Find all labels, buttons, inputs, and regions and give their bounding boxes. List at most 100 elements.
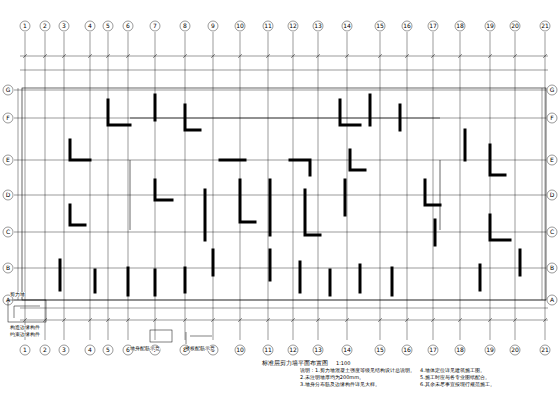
axis-bubble (547, 295, 557, 305)
dimension-line (18, 88, 19, 300)
axis-number: 16 (403, 347, 411, 353)
axis-bubble (235, 21, 245, 31)
axis-bubble (40, 21, 50, 31)
axis-line (14, 268, 546, 269)
axis-bubble (3, 227, 13, 237)
axis-letter: A (6, 297, 10, 303)
axis-number: 11 (264, 347, 272, 353)
shear-walls (60, 95, 520, 295)
axis-number: 14 (343, 23, 351, 29)
axis-letter: F (6, 115, 9, 121)
axis-bubble (540, 345, 550, 355)
axis-number: 10 (236, 347, 244, 353)
axis-line (433, 32, 434, 340)
axis-number: 15 (376, 23, 384, 29)
axis-bubble (547, 113, 557, 123)
axis-number: 10 (236, 23, 244, 29)
axis-bubble (402, 21, 412, 31)
note: 说明：1.剪力墙混凝土强度等级见结构设计总说明。 (300, 368, 415, 373)
axis-bubble (455, 21, 465, 31)
axis-number: 21 (541, 23, 549, 29)
axis-bubble (208, 21, 218, 31)
axis-bubble (3, 85, 13, 95)
axis-line (268, 32, 269, 340)
axis-number: 2 (43, 23, 47, 29)
axis-bubble (288, 345, 298, 355)
axis-bubble (547, 85, 557, 95)
detail-title: 墙身配筋示意 (130, 346, 160, 351)
axis-bubble (3, 263, 13, 273)
axis-bubble (123, 21, 133, 31)
axis-letter: C (6, 229, 10, 235)
axis-line (515, 32, 516, 340)
axis-bubble (103, 21, 113, 31)
axis-number: 17 (429, 23, 437, 29)
axis-letter: E (550, 157, 554, 163)
axis-number: 5 (106, 347, 110, 353)
axis-number: 3 (62, 347, 66, 353)
axis-bubble (547, 190, 557, 200)
axis-letter: D (550, 192, 555, 198)
axis-letter: C (550, 229, 554, 235)
slab-outline (22, 88, 546, 300)
axis-line (293, 32, 294, 340)
axis-bubble (3, 113, 13, 123)
legend-note: 约束边缘构件 (10, 332, 40, 337)
axis-letter: B (550, 265, 554, 271)
axis-number: 2 (43, 347, 47, 353)
axis-bubble (342, 21, 352, 31)
detail-sketches (8, 300, 212, 344)
axis-line (108, 32, 109, 340)
axis-line (380, 32, 381, 340)
axis-number: 13 (314, 23, 322, 29)
axis-bubble (428, 21, 438, 31)
axis-line (45, 32, 46, 340)
axis-bubble (402, 345, 412, 355)
axis-number: 13 (314, 347, 322, 353)
scale: 1:100 (336, 361, 350, 366)
dimension-line (542, 88, 543, 300)
axis-number: 18 (456, 347, 464, 353)
axis-line (64, 32, 65, 340)
axis-bubble (103, 345, 113, 355)
axis-line (490, 32, 491, 340)
detail-title: 楼板配筋示意 (185, 346, 215, 351)
note: 2.未注明墙厚均为200mm。 (300, 375, 364, 380)
axis-line (14, 90, 546, 91)
axis-number: 7 (153, 23, 157, 29)
axis-letter: G (6, 87, 11, 93)
axis-bubble (288, 21, 298, 31)
axis-number: 1 (23, 347, 27, 353)
note: 3.墙身分布筋及边缘构件详见大样。 (300, 382, 380, 387)
axis-bubble (263, 345, 273, 355)
axis-line (545, 32, 546, 340)
axis-number: 1 (23, 23, 27, 29)
note: 6.其余未尽事宜按现行规范施工。 (420, 382, 495, 387)
axis-number: 6 (126, 23, 130, 29)
axis-bubble (540, 21, 550, 31)
axis-number: 4 (88, 347, 92, 353)
axis-bubble (20, 345, 30, 355)
axis-bubble (263, 21, 273, 31)
axis-bubble (510, 21, 520, 31)
axis-bubble (375, 21, 385, 31)
axis-bubble (20, 21, 30, 31)
axis-bubble (85, 345, 95, 355)
axis-bubble (455, 345, 465, 355)
axis-letter: F (550, 115, 553, 121)
axis-bubble (547, 263, 557, 273)
axis-number: 21 (541, 347, 549, 353)
axis-number: 15 (376, 347, 384, 353)
axis-line (14, 118, 546, 119)
axis-bubble (547, 155, 557, 165)
axis-letter: A (550, 297, 554, 303)
axis-bubble (485, 21, 495, 31)
axis-line (185, 32, 186, 340)
axis-number: 14 (343, 347, 351, 353)
axis-number: 17 (429, 347, 437, 353)
axis-line (90, 32, 91, 340)
drawing-title: 标准层剪力墙平面布置图 (262, 360, 328, 366)
legend-note: 构造边缘构件 (10, 325, 40, 330)
legend-note: 剪力墙 (10, 292, 25, 297)
